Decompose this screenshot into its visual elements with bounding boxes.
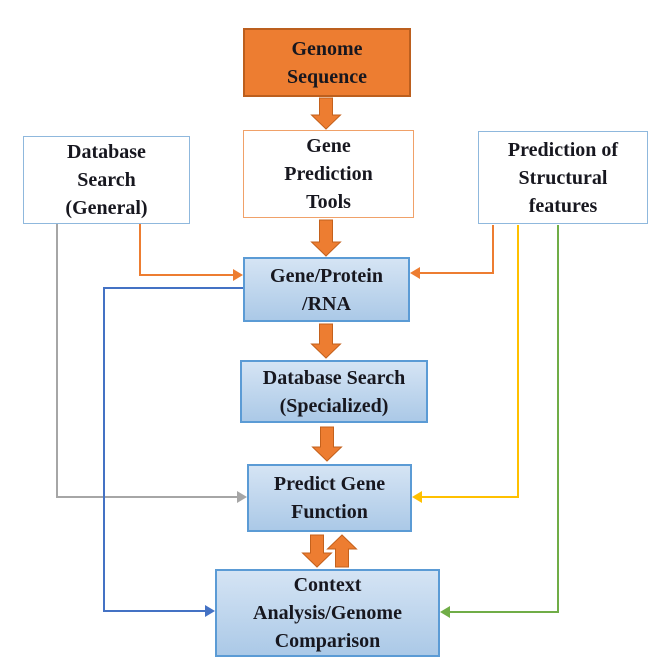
connector-database-search-general-to-predict-gene-function-arrowhead xyxy=(237,491,247,503)
connector-database-search-general-to-gene-protein-rna-arrowhead xyxy=(233,269,243,281)
node-genome-sequence: Genome Sequence xyxy=(243,28,411,97)
node-gene-prediction-tools: Gene Prediction Tools xyxy=(243,130,414,218)
connector-database-search-general-to-predict-gene-function xyxy=(56,224,237,498)
block-arrow-predict-gene-function-to-context-analysis xyxy=(301,534,333,568)
block-arrow-gene-protein-rna-to-database-search-specialized xyxy=(310,323,342,359)
connector-gene-protein-rna-to-context-analysis-arrowhead xyxy=(205,605,215,617)
node-prediction-structural-features-label: Prediction of Structural features xyxy=(507,138,619,217)
block-arrow-genome-sequence-to-gene-prediction-tools xyxy=(310,97,342,130)
connector-prediction-structural-to-predict-gene-function-arrowhead xyxy=(412,491,422,503)
node-genome-sequence-label: Genome Sequence xyxy=(287,37,367,88)
node-database-search-general-label: Database Search (General) xyxy=(65,141,148,219)
connector-prediction-structural-to-context-analysis xyxy=(450,225,559,613)
connector-prediction-structural-to-gene-protein-rna-arrowhead xyxy=(410,267,420,279)
node-gene-protein-rna: Gene/Protein /RNA xyxy=(243,257,410,322)
node-database-search-specialized: Database Search (Specialized) xyxy=(240,360,428,423)
node-predict-gene-function: Predict Gene Function xyxy=(247,464,412,532)
connector-prediction-structural-to-context-analysis-arrowhead xyxy=(440,606,450,618)
node-context-analysis: Context Analysis/Genome Comparison xyxy=(215,569,440,657)
node-database-search-general: Database Search (General) xyxy=(23,136,190,224)
block-arrow-context-analysis-to-predict-gene-function xyxy=(326,534,358,568)
connector-prediction-structural-to-predict-gene-function xyxy=(422,225,519,498)
connector-database-search-general-to-gene-protein-rna xyxy=(139,224,233,276)
block-arrow-gene-prediction-tools-to-gene-protein-rna xyxy=(310,219,342,257)
node-gene-prediction-tools-label: Gene Prediction Tools xyxy=(284,135,373,213)
node-context-analysis-label: Context Analysis/Genome Comparison xyxy=(253,574,402,652)
node-predict-gene-function-label: Predict Gene Function xyxy=(273,473,386,523)
node-database-search-specialized-label: Database Search (Specialized) xyxy=(262,366,406,417)
node-gene-protein-rna-label: Gene/Protein /RNA xyxy=(270,264,383,315)
block-arrow-database-search-specialized-to-predict-gene-function xyxy=(311,426,343,462)
node-prediction-structural-features: Prediction of Structural features xyxy=(478,131,648,224)
connector-prediction-structural-to-gene-protein-rna xyxy=(420,225,494,274)
connector-gene-protein-rna-to-context-analysis xyxy=(103,287,243,612)
